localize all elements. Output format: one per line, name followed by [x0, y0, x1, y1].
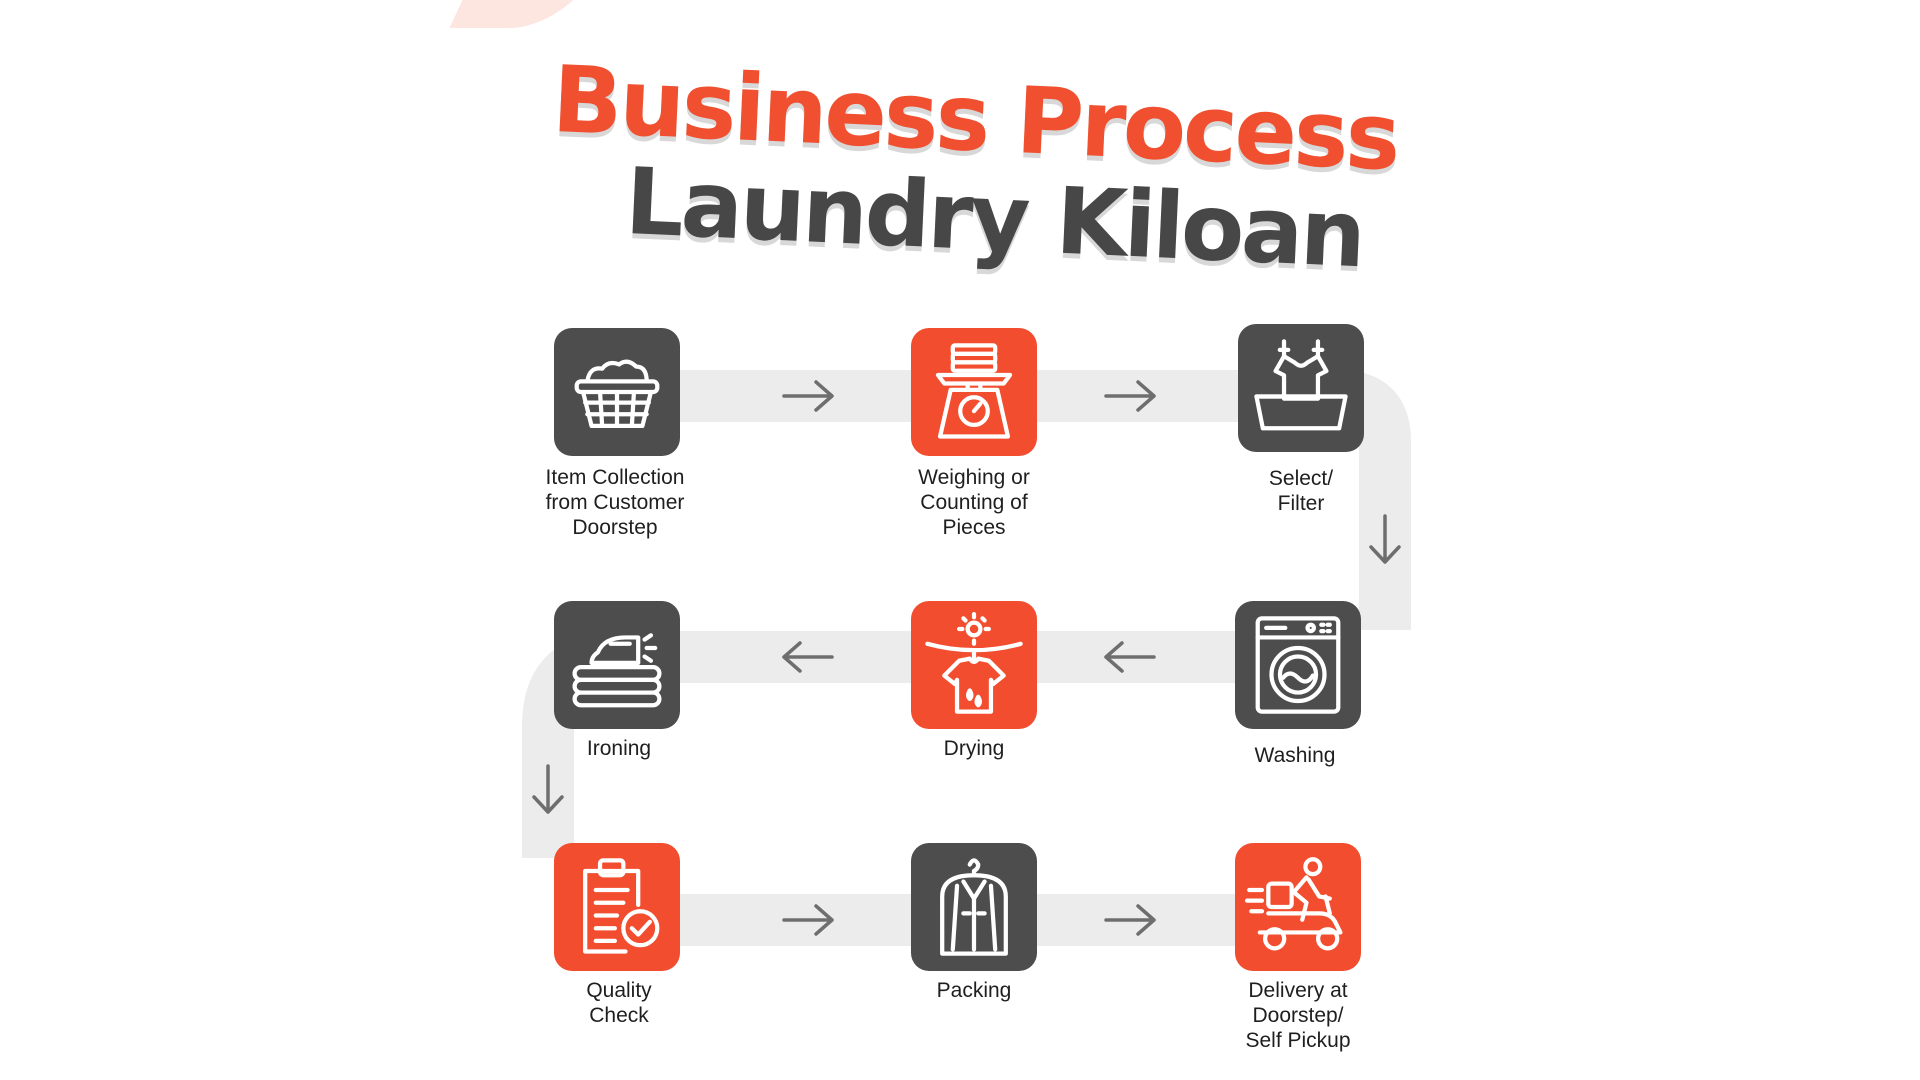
step-drying: [911, 601, 1037, 729]
step-label-quality-check: Quality Check: [586, 979, 652, 1027]
iron-icon: [572, 633, 662, 708]
step-label-ironing: Ironing: [586, 737, 652, 760]
step-washing: [1235, 601, 1361, 729]
arrow-down-2: [532, 764, 564, 814]
arrow-left-1: [1104, 641, 1156, 673]
arrow-left-2: [782, 641, 834, 673]
step-label-select-filter: Select/ Filter: [1268, 467, 1334, 515]
step-quality-check: [554, 843, 680, 971]
weighing-scale-icon: [935, 343, 1013, 439]
arrow-right-3: [782, 904, 834, 936]
laundry-basket-icon: [574, 359, 660, 429]
drying-shirt-icon: [925, 612, 1023, 714]
step-select-filter: [1238, 324, 1364, 452]
step-label-weighing: Weighing or Counting of Pieces: [918, 466, 1030, 539]
step-item-collection: [554, 328, 680, 456]
step-weighing: [911, 328, 1037, 456]
step-label-packing: Packing: [936, 979, 1012, 1002]
step-label-delivery: Delivery at Doorstep/ Self Pickup: [1245, 979, 1351, 1052]
washing-machine-icon: [1255, 616, 1341, 714]
step-label-washing: Washing: [1254, 744, 1336, 767]
step-label-drying: Drying: [943, 737, 1005, 760]
arrow-right-2: [1104, 380, 1156, 412]
arrow-right-1: [782, 380, 834, 412]
step-label-item-collection: Item Collection from Customer Doorstep: [545, 466, 685, 539]
arrow-right-4: [1104, 904, 1156, 936]
step-ironing: [554, 601, 680, 729]
step-delivery: [1235, 843, 1361, 971]
arrow-down-1: [1369, 514, 1401, 564]
shirt-basin-icon: [1254, 339, 1348, 431]
clipboard-check-icon: [583, 858, 660, 954]
garment-bag-icon: [940, 858, 1008, 956]
delivery-scooter-icon: [1245, 857, 1343, 951]
step-packing: [911, 843, 1037, 971]
